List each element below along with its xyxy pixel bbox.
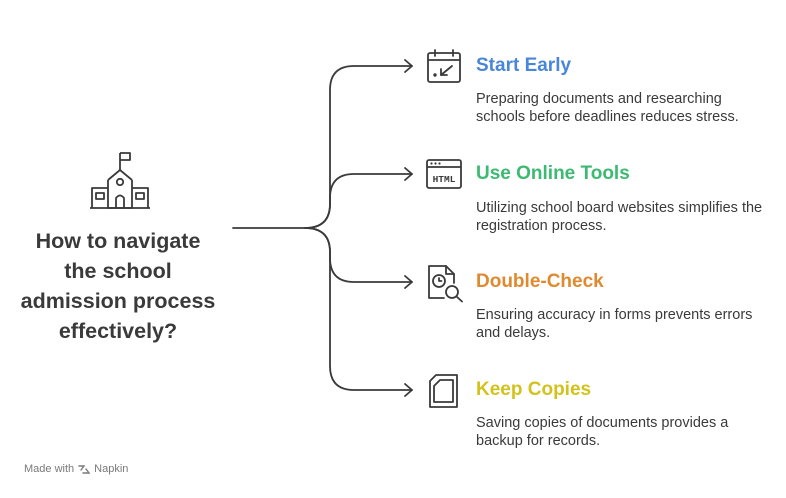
heading-keep-copies: Keep Copies: [476, 379, 592, 400]
arrowhead-3: [404, 275, 413, 289]
footer-text: Made with: [24, 463, 75, 475]
arrowhead-2: [404, 167, 413, 181]
footer-brand: Napkin: [94, 463, 129, 475]
footer: Made with Napkin: [24, 463, 128, 475]
copy-document-icon: [429, 374, 458, 408]
description-start-early: Preparing documents and researching scho…: [476, 91, 739, 125]
svg-text:HTML: HTML: [433, 174, 456, 185]
napkin-logo-icon: [78, 464, 91, 474]
document-search-icon: [428, 265, 463, 303]
heading-double-check: Double-Check: [476, 271, 604, 292]
branch-1: [304, 65, 413, 229]
heading-start-early: Start Early: [476, 55, 572, 76]
description-use-online-tools: Utilizing school board websites simplifi…: [476, 200, 763, 234]
calendar-icon: [427, 49, 461, 83]
arrowhead-4: [404, 383, 413, 397]
diagram-title: How to navigate the school admission pro…: [20, 229, 216, 343]
branch-3: [304, 227, 413, 283]
description-double-check: Ensuring accuracy in forms prevents erro…: [476, 307, 753, 341]
heading-use-online-tools: Use Online Tools: [476, 163, 630, 184]
school-building-icon: [90, 152, 150, 209]
arrowhead-1: [404, 59, 413, 73]
branch-4: [304, 227, 413, 391]
html-browser-icon: HTML: [426, 159, 462, 189]
branch-2: [304, 173, 413, 229]
description-keep-copies: Saving copies of documents provides a ba…: [476, 415, 729, 449]
